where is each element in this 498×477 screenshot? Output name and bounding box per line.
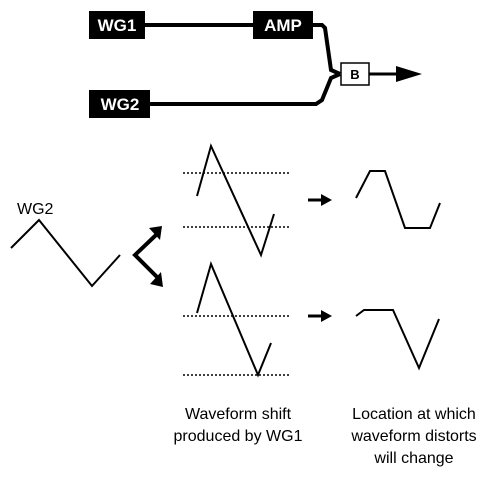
- shifted-waveform-bottom: [183, 261, 440, 378]
- wg2-to-mixer-line: [150, 72, 341, 106]
- shifted-triangle-bottom: [196, 261, 272, 378]
- b-label: B: [350, 67, 359, 82]
- input-waveform-group: WG2: [10, 201, 121, 288]
- arrow-top-head: [321, 194, 332, 206]
- branch-up-arrowhead: [149, 226, 162, 240]
- amp-to-mixer-line: [313, 23, 341, 76]
- wg2-block: [89, 90, 150, 118]
- wg1-block: [89, 11, 145, 39]
- input-wave-label: WG2: [17, 201, 54, 218]
- shift-caption-line2: produced by WG1: [174, 428, 303, 445]
- captions: Waveform shift produced by WG1 Location …: [174, 406, 477, 467]
- distort-caption-line3: will change: [373, 450, 453, 467]
- output-arrowhead: [396, 66, 422, 82]
- wg1-label: WG1: [98, 16, 137, 35]
- wg2-block-label: WG2: [101, 95, 140, 114]
- block-diagram: WG1 AMP WG2 B: [89, 11, 422, 118]
- branch-arrows: [132, 226, 163, 287]
- input-triangle-wave: [10, 218, 121, 288]
- distorted-wave-top: [355, 170, 441, 229]
- distorted-wave-bottom: [355, 309, 440, 371]
- amp-label: AMP: [264, 16, 302, 35]
- branch-down-arrowhead: [150, 272, 163, 287]
- amp-block: [253, 11, 313, 39]
- branch-shape: [132, 233, 159, 279]
- arrow-bottom-head: [321, 310, 332, 322]
- distort-caption-line1: Location at which: [352, 406, 476, 423]
- shifted-triangle-top: [196, 143, 275, 258]
- shift-caption-line1: Waveform shift: [185, 406, 292, 423]
- distort-caption-line2: waveform distorts: [350, 428, 476, 445]
- shifted-waveform-top: [183, 143, 441, 258]
